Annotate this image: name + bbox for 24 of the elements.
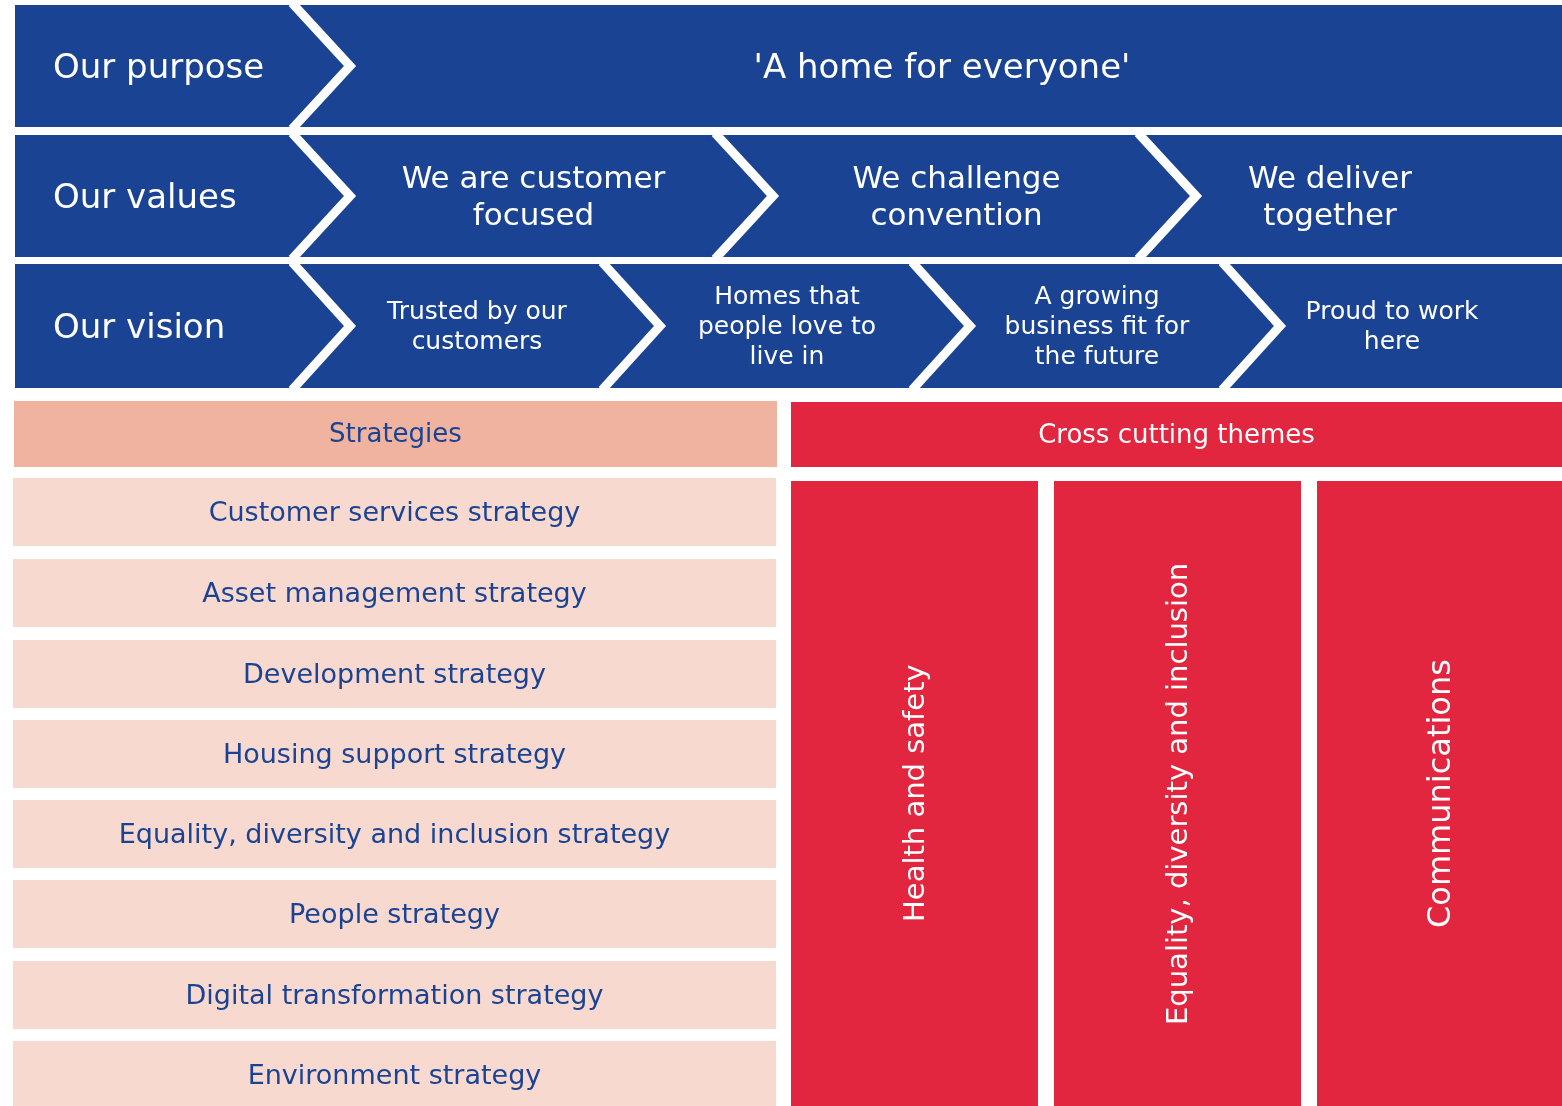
strategies-header: Strategies xyxy=(14,401,777,467)
strategy-bar: Housing support strategy xyxy=(13,720,776,788)
vision-panel: A growing business fit for the future xyxy=(942,264,1252,388)
strategy-bar: Environment strategy xyxy=(13,1041,776,1106)
vision-panel: Trusted by our customers xyxy=(322,264,632,388)
strategy-bar: Digital transformation strategy xyxy=(13,961,776,1029)
strategy-bar: Asset management strategy xyxy=(13,559,776,627)
purpose-band: 'A home for everyone' xyxy=(322,5,1562,127)
strategy-bar: People strategy xyxy=(13,880,776,948)
row-heading: Our purpose xyxy=(15,5,322,127)
theme-column: Equality, diversity and inclusion xyxy=(1054,481,1301,1106)
theme-column: Health and safety xyxy=(791,481,1038,1106)
value-panel: We deliver together xyxy=(1168,135,1562,257)
vision-panel: Homes that people love to live in xyxy=(632,264,942,388)
value-panel: We challenge convention xyxy=(745,135,1168,257)
theme-column: Communications xyxy=(1317,481,1562,1106)
value-panel: We are customer focused xyxy=(322,135,745,257)
strategy-bar: Equality, diversity and inclusion strategy xyxy=(13,800,776,868)
vision-panel: Proud to work here xyxy=(1252,264,1562,388)
strategy-bar: Development strategy xyxy=(13,640,776,708)
row-heading: Our vision xyxy=(15,264,322,388)
themes-header: Cross cutting themes xyxy=(791,402,1562,467)
strategy-bar: Customer services strategy xyxy=(13,478,776,546)
row-heading: Our values xyxy=(15,135,322,257)
